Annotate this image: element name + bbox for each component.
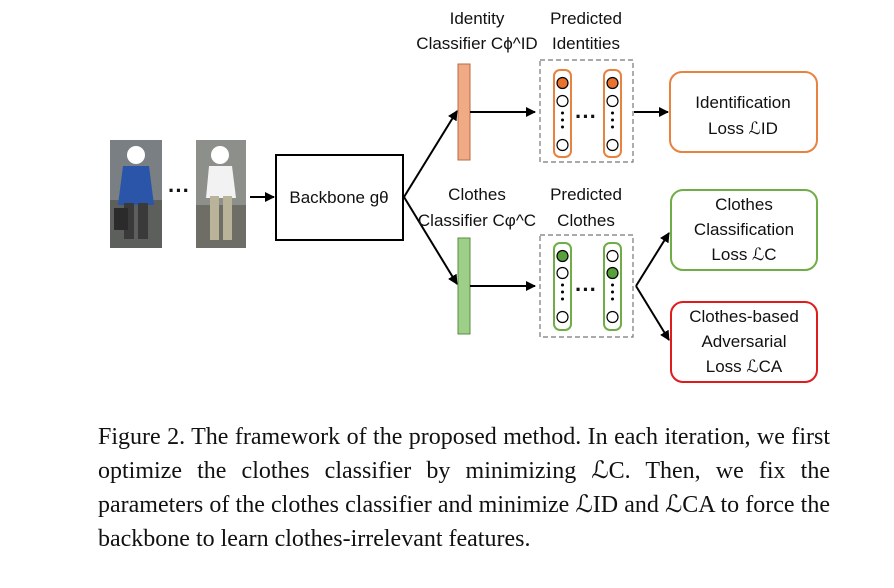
clothes-to-adversarial-loss-arrow bbox=[635, 285, 670, 341]
input-ellipsis: ··· bbox=[168, 178, 190, 203]
framework-diagram: ··· Backbone gθ Identity Classifier Cϕ^I… bbox=[110, 9, 818, 383]
caption-text: Figure 2. The framework of the proposed … bbox=[98, 424, 830, 552]
backbone-box bbox=[275, 154, 404, 241]
branch-arrow-identity bbox=[403, 110, 458, 198]
clothes-vector-ellipsis: ··· bbox=[575, 277, 597, 302]
predicted-identities-frame bbox=[539, 59, 634, 163]
backbone-label: Backbone gθ bbox=[289, 188, 388, 207]
branch-arrow-clothes bbox=[403, 196, 458, 285]
clothes-vector-2 bbox=[603, 242, 622, 331]
identity-classifier-bar bbox=[457, 63, 471, 161]
predicted-identities-label-1: Predicted bbox=[550, 9, 622, 28]
clothes-classification-loss-label-2: Classification bbox=[694, 220, 794, 239]
clothes-vector-1 bbox=[553, 242, 572, 331]
identity-classifier-label-2: Classifier Cϕ^ID bbox=[416, 34, 537, 53]
adversarial-loss-box bbox=[670, 301, 818, 383]
predicted-identities-label-2: Identities bbox=[552, 34, 620, 53]
adversarial-loss-label-1: Clothes-based bbox=[689, 307, 799, 326]
identification-loss-label-2: Loss ℒID bbox=[708, 119, 778, 138]
predicted-clothes-label-1: Predicted bbox=[550, 185, 622, 204]
clothes-classification-loss-box bbox=[670, 189, 818, 271]
identity-classifier-label-1: Identity bbox=[450, 9, 505, 28]
clothes-classification-loss-label-1: Clothes bbox=[715, 195, 773, 214]
clothes-classifier-label-2: Classifier Cφ^C bbox=[418, 211, 536, 230]
clothes-to-classification-loss-arrow bbox=[635, 232, 670, 287]
adversarial-loss-label-2: Adversarial bbox=[701, 332, 786, 351]
clothes-classifier-label-1: Clothes bbox=[448, 185, 506, 204]
person-image-2 bbox=[196, 140, 246, 248]
identity-vector-2 bbox=[603, 69, 622, 158]
clothes-classifier-bar bbox=[457, 237, 471, 335]
identification-loss-label-1: Identification bbox=[695, 93, 790, 112]
predicted-clothes-label-2: Clothes bbox=[557, 211, 615, 230]
identification-loss-box bbox=[669, 71, 818, 153]
person-image-1 bbox=[110, 140, 162, 248]
identity-vector-ellipsis: ··· bbox=[575, 104, 597, 129]
predicted-clothes-frame bbox=[539, 234, 634, 338]
clothes-classification-loss-label-3: Loss ℒC bbox=[711, 245, 776, 264]
identity-vector-1 bbox=[553, 69, 572, 158]
adversarial-loss-label-3: Loss ℒCA bbox=[706, 357, 783, 376]
figure-caption: Figure 2. The framework of the proposed … bbox=[98, 420, 830, 556]
